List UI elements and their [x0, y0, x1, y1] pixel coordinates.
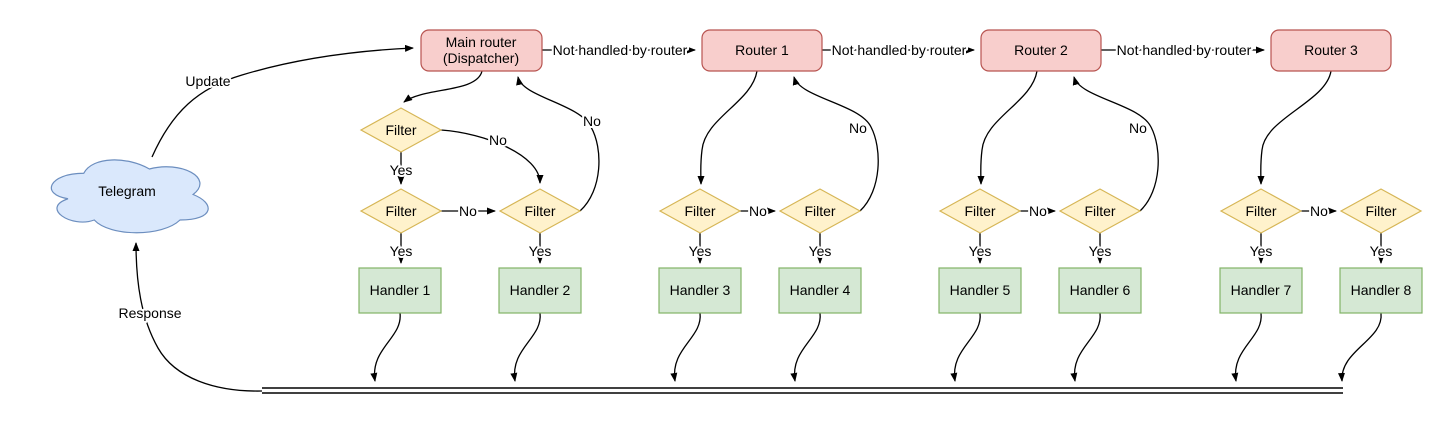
edge-handler1-to-bus — [370, 312, 401, 382]
cloud-shape — [50, 159, 209, 234]
edge-filter2-no-return — [516, 76, 600, 212]
edge-handler4-to-bus — [790, 312, 821, 382]
edge-router1-to-filter — [697, 70, 758, 185]
edge-label-no: No — [749, 203, 767, 219]
main-router-label: Main router(Dispatcher) — [443, 34, 519, 66]
edge-label-yes: Yes — [390, 162, 413, 178]
edge-handler5-to-bus — [950, 312, 981, 382]
edge-label-update: Update — [185, 73, 230, 89]
filter-label: Filter — [1084, 203, 1115, 219]
edge-handler8-to-bus — [1338, 312, 1382, 382]
handler-2-box — [498, 267, 582, 314]
edge-label-yes: Yes — [1250, 243, 1273, 259]
filter-diamond — [1058, 188, 1142, 234]
edge-label-no: No — [849, 120, 867, 136]
handler-6-label: Handler 6 — [1070, 282, 1131, 298]
handler-8-box — [1339, 267, 1423, 314]
handler-8-label: Handler 8 — [1351, 282, 1412, 298]
edge-label-yes: Yes — [1370, 243, 1393, 259]
main-router-box — [420, 29, 543, 72]
handler-4-box — [778, 267, 862, 314]
node-router-3: Router 3 — [1270, 29, 1392, 72]
filter-diamond — [498, 188, 582, 234]
edge-g2-no-return — [1072, 76, 1159, 212]
handler-3-label: Handler 3 — [670, 282, 731, 298]
filter-top-main: Filter — [359, 107, 443, 153]
edge-label-yes: Yes — [390, 243, 413, 259]
edge-router2-to-filter — [977, 70, 1038, 185]
edge-label-yes: Yes — [809, 243, 832, 259]
node-router-1: Router 1 — [701, 29, 823, 72]
filter-label: Filter — [1245, 203, 1276, 219]
filter-diamond — [658, 188, 742, 234]
edge-label-not-handled-1: Not handled by router — [553, 42, 688, 58]
handler-5-label: Handler 5 — [950, 282, 1011, 298]
filter-diamond — [938, 188, 1022, 234]
edge-label-no: No — [1129, 120, 1147, 136]
handler-7-label: Handler 7 — [1231, 282, 1292, 298]
filter-label: Filter — [684, 203, 715, 219]
edge-label-not-handled-2: Not handled by router — [832, 42, 967, 58]
edge-g1-no-return — [792, 76, 879, 212]
router-2-label: Router 2 — [1014, 42, 1068, 58]
edge-filter0-no — [440, 129, 544, 184]
edge-label-yes: Yes — [969, 243, 992, 259]
filter-label: Filter — [385, 122, 416, 138]
filter-diamond — [359, 188, 443, 234]
filter-label: Filter — [524, 203, 555, 219]
edge-label-response: Response — [118, 305, 181, 321]
filter-row: Filter Filter Filter Filter Filter Filte… — [359, 188, 1423, 234]
handler-4-label: Handler 4 — [790, 282, 851, 298]
handler-row: Handler 1 Handler 2 Handler 3 Handler 4 … — [358, 267, 1423, 314]
edge-handler6-to-bus — [1070, 312, 1101, 382]
edge-main-to-filter0 — [403, 70, 483, 103]
edge-handler7-to-bus — [1231, 312, 1262, 382]
filter-label: Filter — [804, 203, 835, 219]
edge-label-yes: Yes — [529, 243, 552, 259]
edge-handler3-to-bus — [670, 312, 701, 382]
filter-diamond — [359, 107, 443, 153]
node-router-2: Router 2 — [980, 29, 1102, 72]
cloud-label: Telegram — [98, 183, 156, 199]
handler-2-label: Handler 2 — [510, 282, 571, 298]
router-1-label: Router 1 — [735, 42, 789, 58]
router-1-box — [701, 29, 823, 72]
handler-1-label: Handler 1 — [370, 282, 431, 298]
edge-handler2-to-bus — [510, 312, 541, 382]
handler-5-box — [938, 267, 1022, 314]
router-2-box — [980, 29, 1102, 72]
telegram-cloud: Telegram — [50, 159, 209, 234]
node-main-router: Main router(Dispatcher) — [420, 29, 543, 72]
router-3-label: Router 3 — [1304, 42, 1358, 58]
edge-label-no: No — [459, 203, 477, 219]
edge-router3-to-filter — [1257, 70, 1332, 185]
handler-7-box — [1219, 267, 1303, 314]
edge-label-no: No — [1310, 203, 1328, 219]
filter-diamond — [778, 188, 862, 234]
router-3-box — [1270, 29, 1392, 72]
edge-label-yes: Yes — [1089, 243, 1112, 259]
edge-update — [151, 44, 414, 158]
filter-label: Filter — [385, 203, 416, 219]
edge-label-no: No — [1029, 203, 1047, 219]
edge-label-not-handled-3: Not handled by router — [1117, 42, 1252, 58]
handler-3-box — [658, 267, 742, 314]
filter-label: Filter — [964, 203, 995, 219]
handler-1-box — [358, 267, 442, 314]
filter-label: Filter — [1365, 203, 1396, 219]
edge-label-no: No — [489, 132, 507, 148]
filter-diamond — [1219, 188, 1303, 234]
filter-diamond — [1339, 188, 1423, 234]
edge-label-yes: Yes — [689, 243, 712, 259]
edge-label-no: No — [583, 113, 601, 129]
edge-response — [132, 242, 263, 392]
handler-6-box — [1058, 267, 1142, 314]
